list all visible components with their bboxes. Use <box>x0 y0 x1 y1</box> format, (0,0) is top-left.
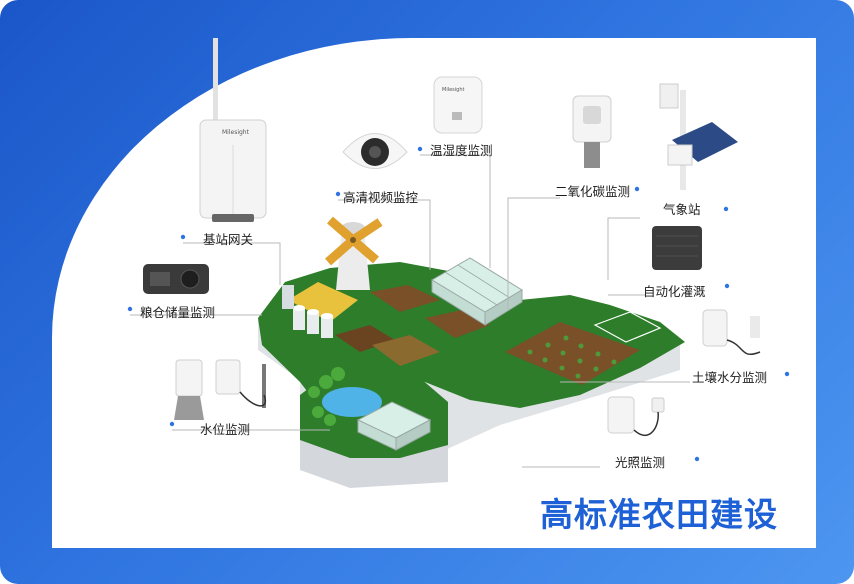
grain-silos <box>282 285 333 338</box>
temp-humidity-device: Milesight <box>433 76 483 134</box>
label-dots <box>127 146 790 462</box>
crop-plot <box>372 335 440 366</box>
leader-lines <box>130 154 690 468</box>
soil-field <box>505 322 640 385</box>
farm-island <box>258 216 685 488</box>
label-soil: 土壤水分监测 <box>692 370 768 385</box>
label-weather: 气象站 <box>663 202 701 217</box>
livestock-pen <box>593 311 662 343</box>
gateway-device: Milesight <box>199 38 267 222</box>
irrigation-device <box>652 226 702 270</box>
wheat-field <box>288 282 358 322</box>
label-video: 高清视频监控 <box>343 190 419 205</box>
camera-device <box>342 133 408 169</box>
brand-logo: Milesight <box>222 129 250 136</box>
label-light: 光照监测 <box>615 455 666 470</box>
label-co2: 二氧化碳监测 <box>555 184 631 199</box>
co2-device <box>572 95 612 168</box>
water-level-device <box>174 359 267 420</box>
label-gateway: 基站网关 <box>203 232 254 247</box>
label-irrigation: 自动化灌溉 <box>643 284 706 299</box>
windmill <box>325 216 383 290</box>
crop-plot <box>370 285 440 312</box>
greenhouse <box>356 401 432 451</box>
page-title: 高标准农田建设 <box>540 495 778 534</box>
greenhouse <box>431 257 523 326</box>
brand-logo: Milesight <box>442 87 465 93</box>
crop-plot <box>335 325 395 352</box>
soil-sensor-device <box>702 309 761 355</box>
grain-sensor-device <box>143 264 209 294</box>
label-grain: 粮仓储量监测 <box>140 305 216 320</box>
label-water-level: 水位监测 <box>200 422 251 437</box>
pond <box>322 387 382 417</box>
label-temp-humidity: 温湿度监测 <box>430 143 493 158</box>
light-sensor-device <box>607 396 665 437</box>
weather-station-device <box>659 83 738 190</box>
